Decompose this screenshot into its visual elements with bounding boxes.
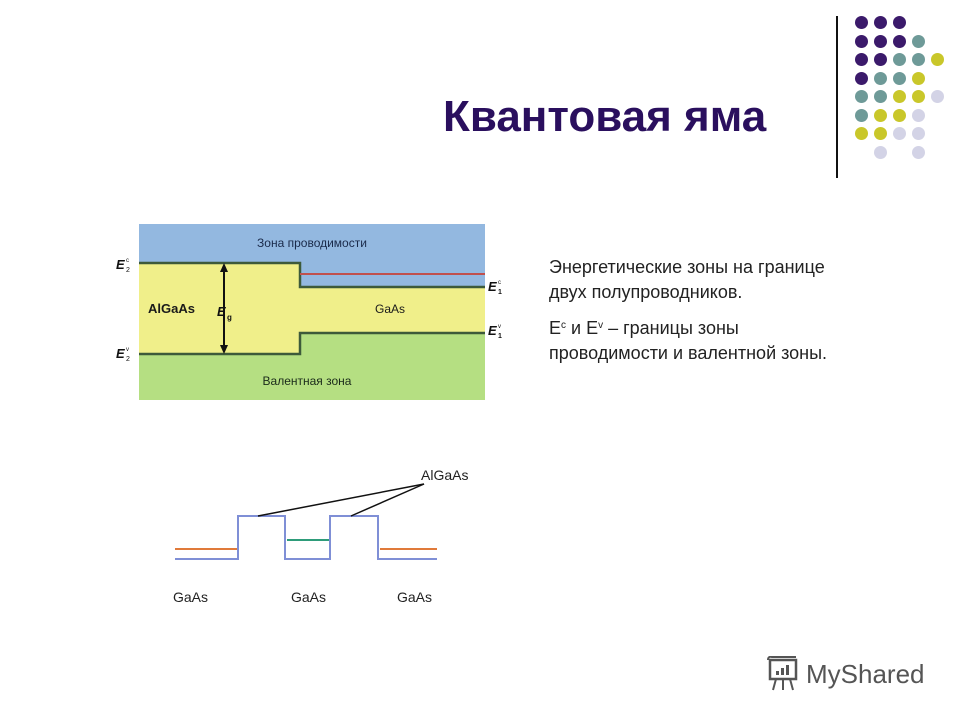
decorative-dot [912, 71, 925, 85]
paragraph-band-edges: Ec и Ev – границы зоны проводимости и ва… [549, 313, 849, 366]
decorative-dot [931, 90, 944, 103]
valence-band-label: Валентная зона [263, 374, 352, 388]
e2c-sup: c [126, 258, 129, 264]
decorative-dot [912, 145, 925, 159]
decorative-dot [855, 90, 868, 103]
and-ev-symbol: и E [566, 318, 599, 338]
decorative-dot [855, 71, 868, 85]
arrow-head-down-icon [220, 345, 228, 354]
e1v-label: E [488, 323, 497, 338]
conduction-band-region [139, 224, 485, 287]
decorative-dot [893, 34, 906, 48]
slide-title: Квантовая яма [443, 92, 767, 141]
decorative-dot [912, 53, 925, 66]
right-material-label: GaAs [375, 302, 405, 316]
decorative-dot [874, 71, 887, 85]
e1c-sub: 1 [498, 289, 502, 296]
decorative-dot [893, 16, 906, 29]
decorative-dot [855, 53, 868, 66]
decorative-dot [855, 108, 868, 122]
e2v-sup: v [126, 347, 129, 353]
e2v-sub: 2 [126, 356, 130, 363]
decorative-divider [836, 16, 838, 178]
decorative-dot [893, 127, 906, 140]
ec-symbol: E [549, 318, 562, 338]
e2c-sub: 2 [126, 267, 130, 274]
decorative-dot [912, 34, 925, 48]
decorative-dot [874, 108, 887, 122]
decorative-dot [855, 16, 868, 29]
decorative-dot [874, 127, 887, 140]
watermark-text: MyShared [806, 658, 925, 689]
decorative-dot [874, 145, 887, 159]
e2v-label: E [116, 346, 125, 361]
barrier-label: AlGaAs [421, 467, 468, 483]
decorative-dot [874, 16, 887, 29]
potential-profile [175, 515, 437, 560]
decorative-dot [874, 34, 887, 48]
decorative-dot [855, 34, 868, 48]
decorative-dot [874, 90, 887, 103]
e1c-sup: c [498, 280, 501, 286]
quantum-well-diagram: AlGaAs GaAs GaAs GaAs [173, 467, 468, 605]
gaas-label-right: GaAs [397, 589, 432, 605]
ec-superscript: c [561, 320, 567, 331]
pointer-line-2 [350, 483, 425, 517]
left-material-label: AlGaAs [148, 301, 195, 316]
gaas-label-center: GaAs [291, 589, 326, 605]
gap-label-sub: g [227, 313, 232, 322]
paragraph-energy-zones: Энергетические зоны на границе двух полу… [549, 257, 825, 302]
decorative-dot [893, 71, 906, 85]
e2c-label: E [116, 257, 125, 272]
e1c-label: E [488, 279, 497, 294]
conduction-band-label: Зона проводимости [257, 236, 367, 250]
pointer-line-1 [257, 483, 425, 517]
band-edges-description: – границы зоны проводимости и валентной … [549, 318, 828, 363]
gap-label: E [217, 304, 226, 319]
decorative-dot [931, 53, 944, 66]
description-text: Энергетические зоны на границе двух полу… [549, 255, 849, 374]
e1v-sup: v [498, 324, 501, 330]
decorative-dot [912, 90, 925, 103]
decorative-dot [855, 127, 868, 140]
decorative-dot [912, 127, 925, 140]
decorative-dot [874, 53, 887, 66]
band-gap-region [139, 263, 485, 354]
ev-superscript: v [598, 320, 604, 331]
arrow-head-up-icon [220, 263, 228, 272]
myshared-watermark: MyShared [766, 656, 925, 692]
e1v-sub: 1 [498, 333, 502, 340]
decorative-dot [893, 90, 906, 103]
decorative-dot [893, 53, 906, 66]
decorative-dot [912, 108, 925, 122]
valence-band-edge [139, 331, 485, 356]
gaas-label-left: GaAs [173, 589, 208, 605]
decorative-dot [893, 108, 906, 122]
presentation-board-icon [767, 656, 798, 691]
